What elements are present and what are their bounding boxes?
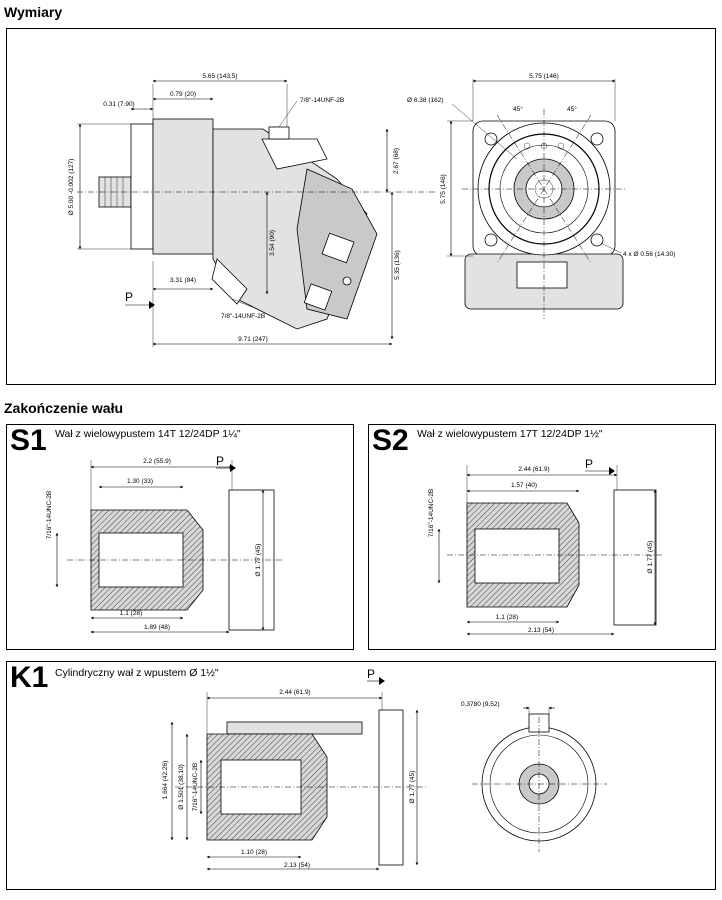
s2-thread: 7/16"-14UNC-2B bbox=[428, 489, 435, 538]
shaft-end-heading: Zakończenie wału bbox=[4, 400, 124, 416]
dim-5-75-horizontal: 5.75 (146) bbox=[529, 73, 559, 80]
motor-drawing: 5.65 (143,5) 0.79 (20) 0.31 (7.90) 7/8"-… bbox=[68, 73, 675, 347]
s2-dim-1-1: 1.1 (28) bbox=[496, 614, 518, 621]
k1-thread: 7/16"-14UNC-2B bbox=[192, 763, 199, 812]
k1-dim-1-664: 1.664 (42.26) bbox=[162, 761, 169, 800]
k1-code: K1 bbox=[10, 661, 49, 694]
dim-pcd: Ø 6.38 (162) bbox=[407, 97, 444, 104]
shaft-k1-panel: K1 Cylindryczny wał z wpustem Ø 1½" 2.44… bbox=[6, 661, 716, 890]
s2-code: S2 bbox=[372, 424, 409, 457]
dim-shaft-diameter: Ø 5.00 -0.002 (127) bbox=[68, 159, 75, 216]
k1-dim-1-10: 1.10 (28) bbox=[241, 849, 267, 856]
k1-dim-2-13: 2.13 (54) bbox=[284, 862, 310, 869]
dim-mount-holes: 4 x Ø 0.56 (14.30) bbox=[623, 251, 675, 258]
k1-dim-2-44: 2.44 (61.9) bbox=[279, 689, 310, 696]
dim-9-71: 9.71 (247) bbox=[238, 336, 268, 343]
k1-drawing: 2.44 (61.9) P 1.664 (42.26) Ø 1.501 (38.… bbox=[162, 667, 607, 871]
s1-code: S1 bbox=[10, 424, 47, 457]
s1-dim-1-89: 1.89 (48) bbox=[144, 624, 170, 631]
k1-title: Cylindryczny wał z wpustem Ø 1½" bbox=[55, 667, 219, 679]
s2-dim-2-44: 2.44 (61.9) bbox=[518, 466, 549, 473]
dim-5-35: 5.35 (136) bbox=[394, 250, 401, 280]
k1-p-label: P bbox=[367, 667, 375, 681]
dimensions-heading: Wymiary bbox=[4, 4, 63, 20]
s1-dim-2-2: 2.2 (55.9) bbox=[143, 458, 171, 465]
s1-title: Wał z wielowypustem 14T 12/24DP 1¼" bbox=[55, 428, 241, 440]
s2-drawing: 2.44 (61.9) P 1.57 (40) 7/16"-14UNC-2B Ø… bbox=[428, 457, 664, 636]
s2-dim-1-57: 1.57 (40) bbox=[511, 482, 537, 489]
s2-title: Wał z wielowypustem 17T 12/24DP 1½" bbox=[417, 428, 603, 440]
motor-dimensions-panel: 5.65 (143,5) 0.79 (20) 0.31 (7.90) 7/8"-… bbox=[6, 28, 716, 385]
dim-2-67: 2.67 (68) bbox=[393, 148, 400, 174]
s1-drawing: 2.2 (55.9) P 1.30 (33) 7/16"-14UNC-2B Ø … bbox=[46, 454, 282, 634]
dim-5-75-vertical: 5.75 (146) bbox=[440, 174, 447, 204]
s2-dim-diameter: Ø 1.77 (45) bbox=[647, 541, 654, 574]
s1-p-label: P bbox=[216, 454, 224, 468]
s1-thread: 7/16"-14UNC-2B bbox=[46, 491, 53, 540]
s2-dim-2-13: 2.13 (54) bbox=[528, 627, 554, 634]
s1-dim-diameter: Ø 1.77 (45) bbox=[255, 544, 262, 577]
dim-3-54: 3.54 (90) bbox=[269, 230, 276, 256]
angle-45-right: 45° bbox=[567, 105, 577, 113]
angle-45-left: 45° bbox=[513, 105, 523, 113]
port-label-bottom: 7/8"-14UNF-2B bbox=[221, 313, 265, 320]
dim-3-31: 3.31 (84) bbox=[170, 277, 196, 284]
k1-dim-1-501: Ø 1.501 (38.10) bbox=[178, 764, 185, 810]
shaft-s2-panel: S2 Wał z wielowypustem 17T 12/24DP 1½" 2… bbox=[368, 424, 716, 650]
dim-0-31: 0.31 (7.90) bbox=[103, 101, 134, 108]
k1-dim-diameter: Ø 1.77 (45) bbox=[409, 771, 416, 804]
s2-p-label: P bbox=[585, 457, 593, 471]
dim-0-79: 0.79 (20) bbox=[170, 91, 196, 98]
dim-5-65: 5.65 (143,5) bbox=[202, 73, 237, 80]
side-dimensions: 5.65 (143,5) 0.79 (20) 0.31 (7.90) 7/8"-… bbox=[68, 73, 401, 347]
motor-front-view: 5.75 (146) Ø 6.38 (162) 45° 45° 5.75 (14… bbox=[407, 73, 675, 319]
shaft-s1-panel: S1 Wał z wielowypustem 14T 12/24DP 1¼" 2… bbox=[6, 424, 354, 650]
port-label-top: 7/8"-14UNF-2B bbox=[300, 97, 344, 104]
motor-side-view bbox=[77, 118, 437, 330]
k1-dim-key-width: 0.3780 (9.52) bbox=[461, 701, 500, 708]
p-label-motor: P bbox=[125, 290, 133, 304]
s1-dim-1-30: 1.30 (33) bbox=[127, 478, 153, 485]
s1-dim-1-1: 1.1 (28) bbox=[120, 610, 142, 617]
